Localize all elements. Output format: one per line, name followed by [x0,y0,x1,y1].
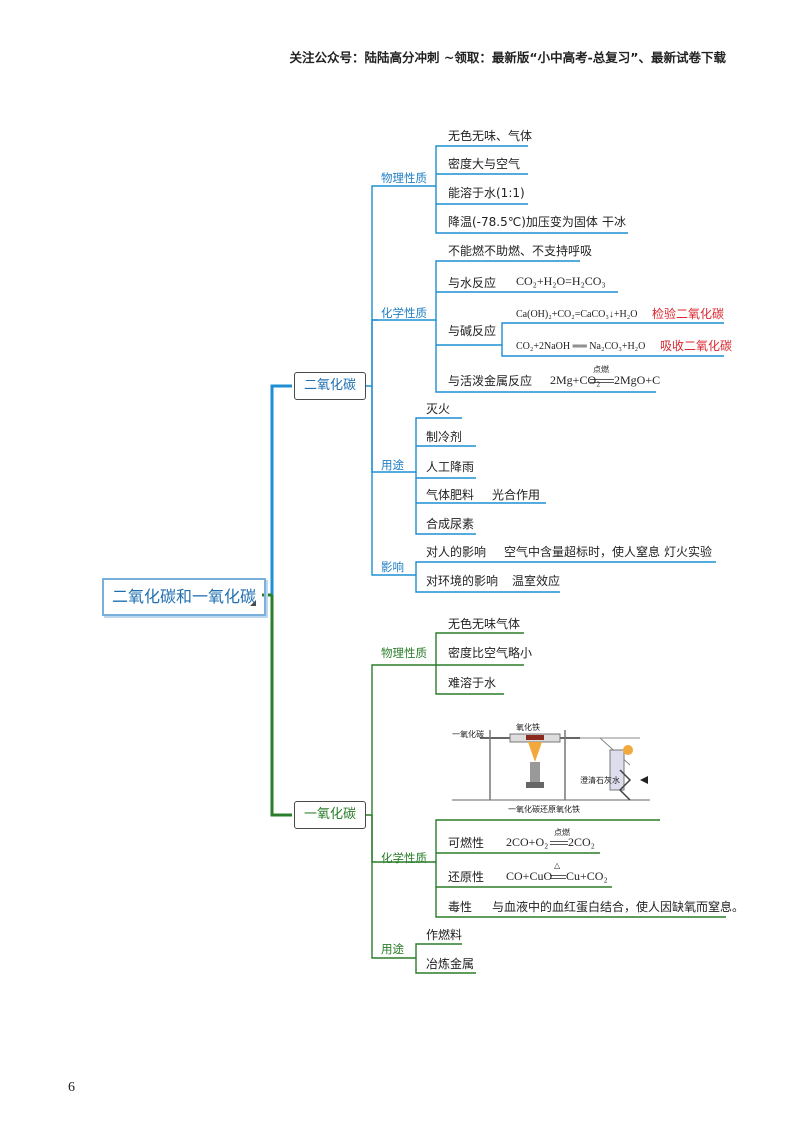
co2-absorb-note: 吸收二氧化碳 [660,339,733,353]
page-header: 关注公众号：陆陆高分冲刺 ~领取：最新版“小中高考-总复习”、最新试卷下载 [289,50,726,65]
page-number: 6 [68,1080,75,1095]
co2-base-equation-2: CO₂+2NaOH ══ Na₂CO₃+H₂O [516,341,646,352]
co2-use-item: 气体肥料 [426,488,475,502]
co2-physical-item: 无色无味、气体 [448,129,533,143]
effect-env: 对环境的影响 [426,574,499,588]
co2-physical-item: 密度大与空气 [448,157,521,171]
co2-test-note: 检验二氧化碳 [652,307,725,321]
root-node: 二氧化碳和一氧化碳 [102,578,266,616]
co-use-label: 用途 [381,942,404,956]
co2-water-equation: CO₂+H₂O=H₂CO₃ [516,274,606,288]
co2-physical-item: 能溶于水(1:1) [448,186,525,200]
co2-no-burn: 不能燃不助燃、不支持呼吸 [448,244,593,258]
photosynthesis: 光合作用 [492,488,541,502]
co2-node: 二氧化碳 [294,372,366,400]
figure-oxide-label: 氧化铁 [516,723,540,732]
co-red-label: 还原性 [448,870,485,884]
reaction-arrow [550,875,566,879]
co-flam-eq-left: 2CO+O₂ [506,835,549,849]
co2-physical-label: 物理性质 [381,171,427,185]
co-physical-item: 无色无味气体 [448,617,521,631]
dry-ice: 干冰 [602,215,627,229]
co-chemical-label: 化学性质 [381,851,427,865]
co2-base-label: 与碱反应 [448,324,497,338]
co2-water-label: 与水反应 [448,276,497,290]
effect-env-detail: 温室效应 [512,574,561,588]
co-physical-label: 物理性质 [381,646,427,660]
co-flam-eq-right: 2CO₂ [568,835,595,849]
co2-use-label: 用途 [381,458,404,472]
reaction-arrow [550,841,568,845]
co-red-eq-right: Cu+CO₂ [566,869,608,883]
figure-water-label: 澄清石灰水 [580,776,620,785]
co2-metal-eq-right: 2MgO+C [614,373,661,387]
co2-effect-label: 影响 [381,560,404,574]
co2-metal-eq-condition: 点燃 [593,365,609,374]
co2-chemical-label: 化学性质 [381,306,427,320]
co-physical-item: 密度比空气略小 [448,646,533,660]
effect-human-detail: 空气中含量超标时，使人窒息 [504,545,661,559]
reaction-arrow [590,379,614,383]
co2-use-item: 制冷剂 [426,430,463,444]
effect-human: 对人的影响 [426,545,487,559]
co2-use-item: 灭火 [426,402,451,416]
co-physical-item: 难溶于水 [448,676,497,690]
co-node: 一氧化碳 [294,801,366,829]
co2-physical-item: 降温(-78.5℃)加压变为固体 [448,215,598,229]
co-red-eq-left: CO+CuO [506,869,553,883]
figure-gas-label: 一氧化碳 [452,730,484,739]
co2-use-item: 合成尿素 [426,517,475,531]
figure-caption: 一氧化碳还原氧化铁 [508,805,580,814]
co-use-item: 冶炼金属 [426,957,475,971]
lamp-test: 灯火实验 [664,545,713,559]
co-tox-label: 毒性 [448,900,473,914]
co-flam-label: 可燃性 [448,836,485,850]
co2-metal-label: 与活泼金属反应 [448,374,533,388]
co-reduction-apparatus-figure [452,730,650,801]
co2-use-item: 人工降雨 [426,460,475,474]
co-flam-eq-condition: 点燃 [554,828,570,837]
co2-base-equation-1: Ca(OH)₂+CO₂=CaCO₃↓+H₂O [516,309,638,320]
co-tox-detail: 与血液中的血红蛋白结合，使人因缺氧而窒息。 [492,900,745,914]
co-red-eq-condition: △ [554,861,561,870]
co-use-item: 作燃料 [426,928,463,942]
co2-metal-eq-left: 2Mg+CO₂ [550,373,601,387]
